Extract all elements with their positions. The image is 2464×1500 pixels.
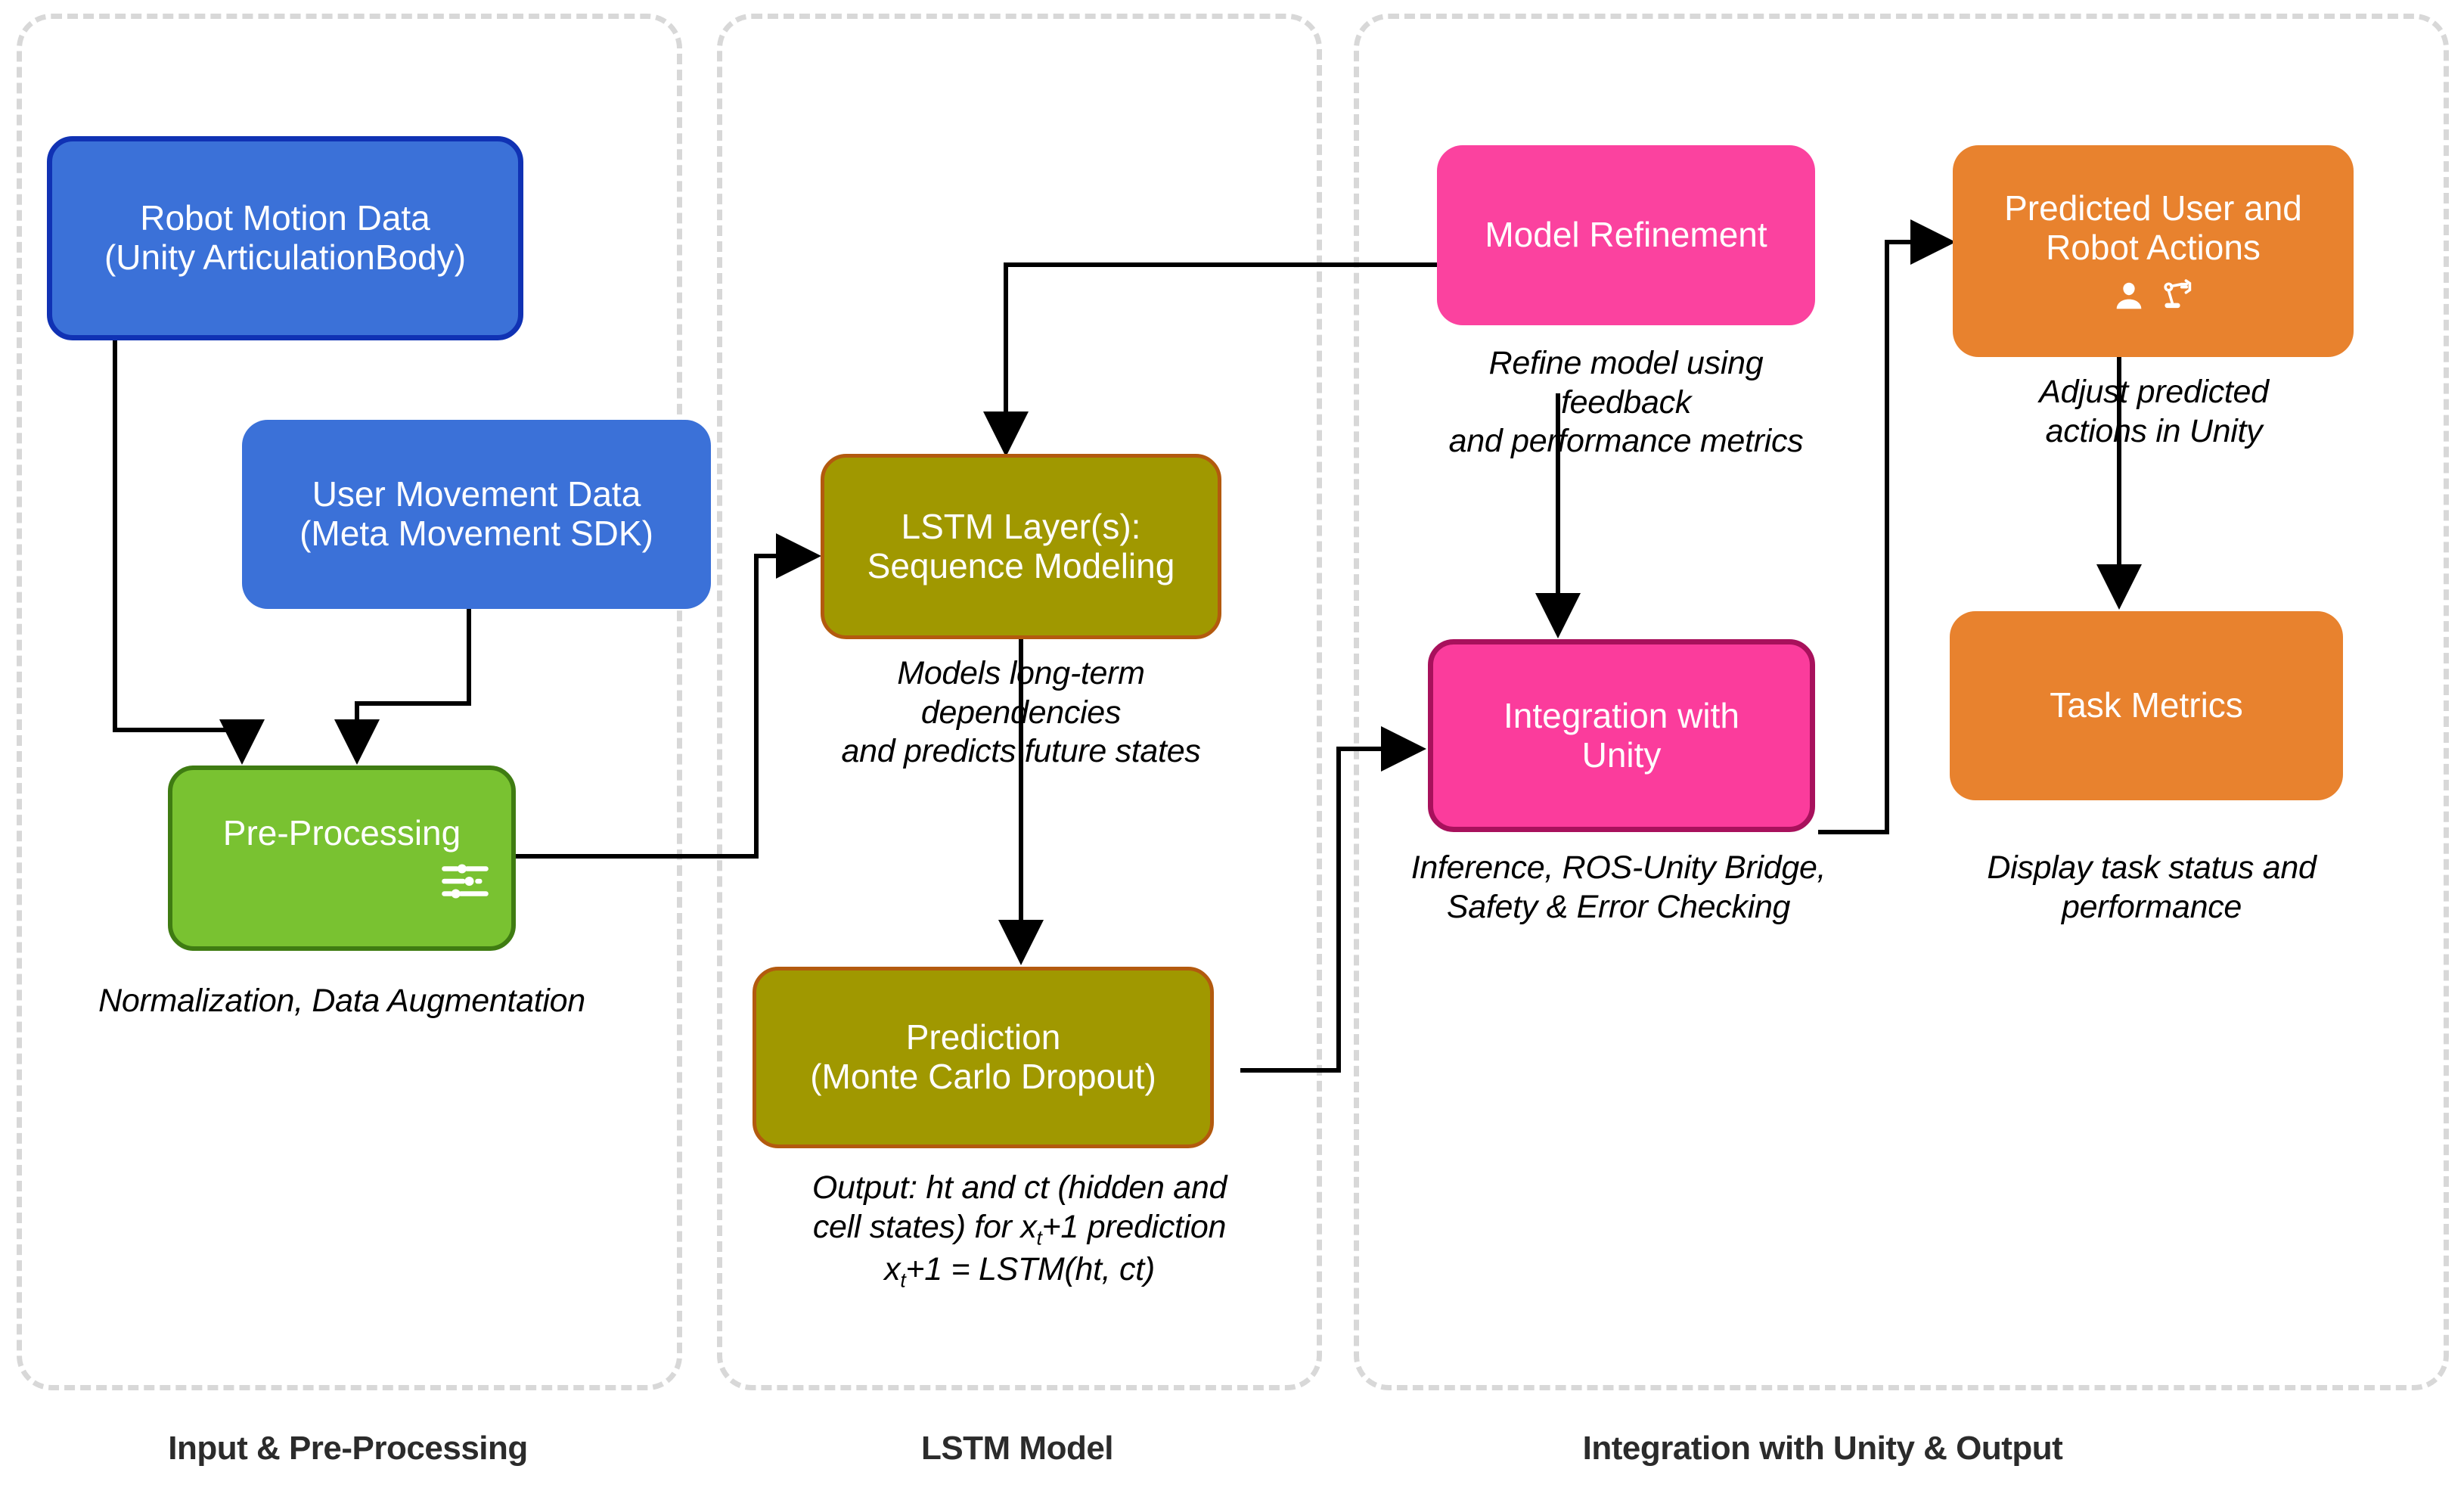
node-title: User Movement Data xyxy=(312,474,641,514)
node-lstm-layers[interactable]: LSTM Layer(s): Sequence Modeling xyxy=(821,454,1221,639)
group-label-output: Integration with Unity & Output xyxy=(1582,1430,2063,1467)
node-title: Predicted User and xyxy=(2004,188,2302,228)
caption-lstm-layers: Models long-term dependencies and predic… xyxy=(841,655,1201,770)
caption-pre-processing: Normalization, Data Augmentation xyxy=(98,983,585,1019)
node-subtitle: Unity xyxy=(1581,734,1662,775)
caption-task-metrics: Display task status and performance xyxy=(1987,849,2317,925)
node-title: Task Metrics xyxy=(2050,685,2243,725)
person-icon xyxy=(2116,282,2142,309)
node-prediction[interactable]: Prediction (Monte Carlo Dropout) xyxy=(753,967,1214,1148)
node-title: Model Refinement xyxy=(1485,215,1767,255)
caption-integration-unity: Inference, ROS-Unity Bridge, Safety & Er… xyxy=(1410,849,1826,925)
node-subtitle: Robot Actions xyxy=(2046,228,2261,267)
caption-predicted-actions: Adjust predicted actions in Unity xyxy=(2039,374,2269,449)
node-subtitle: Sequence Modeling xyxy=(867,545,1175,585)
node-robot-motion-data[interactable]: Robot Motion Data (Unity ArticulationBod… xyxy=(47,136,523,340)
node-title: Robot Motion Data xyxy=(140,198,430,238)
node-integration-unity[interactable]: Integration with Unity xyxy=(1428,639,1815,832)
formula-line-3: xt+1 = LSTM(ht, ct) xyxy=(884,1251,1155,1292)
node-subtitle: (Monte Carlo Dropout) xyxy=(810,1057,1156,1096)
group-label-input: Input & Pre-Processing xyxy=(168,1430,528,1467)
caption-model-refinement: Refine model using feedback and performa… xyxy=(1448,345,1804,460)
formula-prediction-output: Output: ht and ct (hidden and cell state… xyxy=(706,1169,1333,1293)
robot-arm-icon xyxy=(2164,278,2192,308)
group-label-lstm: LSTM Model xyxy=(920,1430,1114,1467)
node-subtitle: (Unity ArticulationBody) xyxy=(104,238,467,277)
node-user-movement-data[interactable]: User Movement Data (Meta Movement SDK) xyxy=(242,420,711,609)
node-subtitle: (Meta Movement SDK) xyxy=(299,514,653,553)
node-task-metrics[interactable]: Task Metrics xyxy=(1950,611,2343,800)
node-model-refinement[interactable]: Model Refinement xyxy=(1437,145,1815,325)
node-title: Pre-Processing xyxy=(222,812,461,852)
node-predicted-actions[interactable]: Predicted User and Robot Actions xyxy=(1953,145,2354,357)
group-integration-output xyxy=(1354,14,2449,1390)
node-title: LSTM Layer(s): xyxy=(901,506,1141,546)
sliders-icon xyxy=(440,860,490,902)
node-title: Prediction xyxy=(905,1017,1061,1057)
node-pre-processing[interactable]: Pre-Processing xyxy=(168,766,516,951)
formula-line-1: Output: ht and ct (hidden and xyxy=(812,1169,1227,1206)
node-title: Integration with xyxy=(1504,695,1739,735)
formula-line-2: cell states) for xt+1 prediction xyxy=(812,1208,1227,1250)
